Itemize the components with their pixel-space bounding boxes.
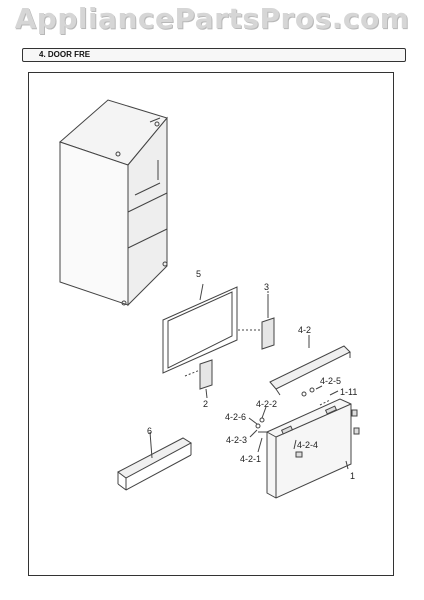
- fasteners: [255, 387, 315, 429]
- diagram-frame: [28, 72, 394, 576]
- label-part-4-2-5: 4-2-5: [320, 376, 341, 386]
- part-6-bottom-rail: [117, 431, 192, 491]
- part-3-upper-hinge: [238, 294, 275, 350]
- label-part-1: 1: [350, 471, 355, 481]
- label-part-4-2-1: 4-2-1: [240, 454, 261, 464]
- label-part-1-11: 1-11: [340, 387, 357, 397]
- section-title: 4. DOOR FRE: [39, 50, 91, 59]
- label-part-4-2: 4-2: [298, 325, 311, 335]
- watermark-logo: AppliancePartsPros.com: [14, 2, 410, 35]
- label-part-5: 5: [196, 269, 201, 279]
- part-4-2-door-handle: [269, 335, 351, 396]
- label-part-2: 2: [203, 399, 208, 409]
- part-5-door-frame: [162, 283, 238, 374]
- section-header: 4. DOOR FRE: [22, 48, 406, 62]
- label-part-3: 3: [264, 282, 269, 292]
- label-part-4-2-3: 4-2-3: [226, 435, 247, 445]
- label-part-4-2-4: 4-2-4: [297, 440, 318, 450]
- label-part-6: 6: [147, 426, 152, 436]
- label-part-4-2-6: 4-2-6: [225, 412, 246, 422]
- refrigerator-cabinet: [59, 99, 168, 307]
- part-1-drawer-door: [258, 398, 360, 499]
- part-2-lower-hinge: [184, 359, 213, 399]
- leader-lines: [248, 291, 349, 470]
- label-part-4-2-2: 4-2-2: [256, 399, 277, 409]
